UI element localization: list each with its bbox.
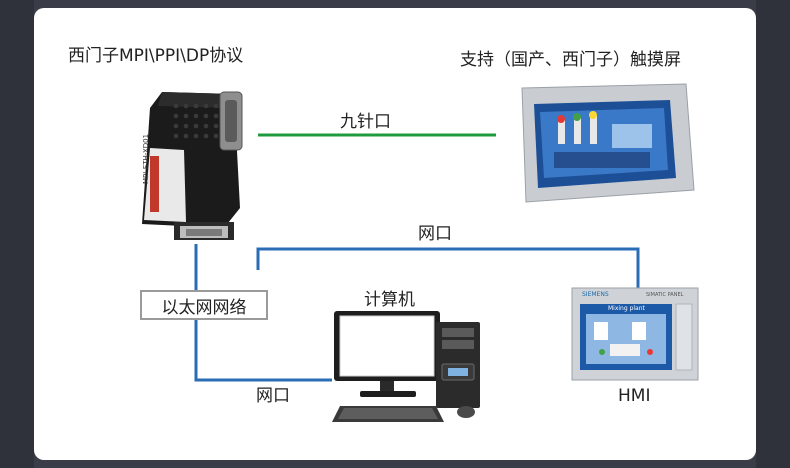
- hmi-label: HMI: [618, 386, 651, 406]
- network-line-hmi: [256, 247, 640, 290]
- protocol-label: 西门子MPI\PPI\DP协议: [68, 46, 244, 66]
- net-port-bottom-label: 网口: [256, 386, 290, 406]
- mpi-eth-converter: [142, 91, 243, 240]
- touchscreen-device: [521, 83, 695, 203]
- hmi-device: [571, 287, 699, 381]
- left-border: [0, 0, 34, 468]
- touchscreen-label: 支持（国产、西门子）触摸屏: [460, 50, 681, 70]
- right-border: [756, 0, 790, 468]
- hmi-model-text: SIMATIC PANEL: [646, 292, 684, 298]
- converter-brand-text: 兴创力远: [120, 152, 129, 184]
- network-line-computer: [194, 320, 332, 382]
- nine-pin-label: 九针口: [340, 112, 391, 132]
- connection-wires: [142, 83, 699, 422]
- hmi-brand-text: SIEMENS: [582, 291, 609, 298]
- computer-device: [332, 311, 480, 422]
- ethernet-network-label: 以太网网络: [140, 290, 268, 320]
- converter-model-text: MPI-ETH-XD01: [142, 133, 150, 184]
- diagram-card: MPI-ETH-XD01 兴创力远 SIEMENS SIMATIC PANEL …: [34, 8, 756, 460]
- hmi-screen-title: Mixing plant: [608, 305, 645, 312]
- computer-label: 计算机: [364, 290, 415, 310]
- net-port-top-label: 网口: [418, 224, 452, 244]
